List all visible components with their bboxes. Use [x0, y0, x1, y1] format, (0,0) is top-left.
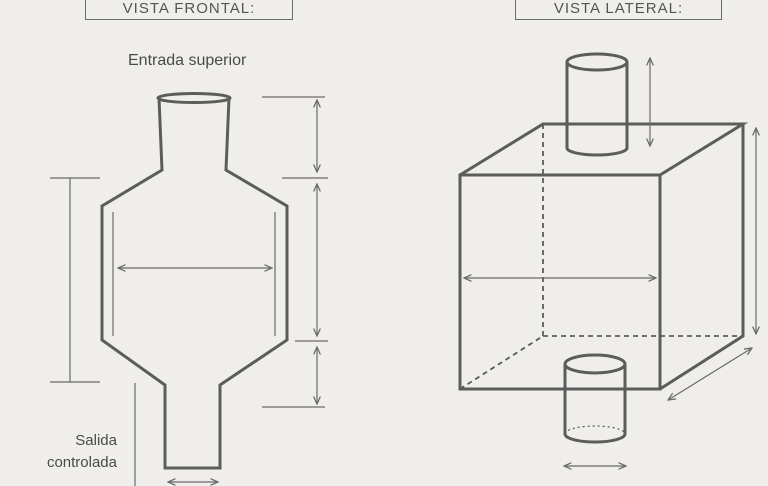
side-top-cylinder-body: [565, 62, 629, 157]
side-box-depth-dimension: [668, 348, 752, 400]
side-bottom-cylinder-base-hidden: [564, 425, 626, 435]
front-view-title-box: VISTA FRONTAL:: [85, 0, 293, 20]
side-view: [458, 52, 756, 466]
side-bottom-cylinder-base: [563, 433, 627, 444]
outlet-label: Salida controlada: [37, 430, 117, 474]
side-box-right-face: [659, 124, 745, 391]
outlet-label-line2: controlada: [46, 454, 117, 471]
front-view: [50, 92, 328, 486]
side-bottom-cylinder-top: [563, 353, 627, 375]
side-bottom-cylinder-body: [563, 364, 627, 434]
outlet-label-line1: Salida: [75, 432, 117, 449]
front-view-title: VISTA FRONTAL:: [122, 0, 256, 17]
front-inlet-opening: [156, 92, 232, 104]
side-box-top-face: [459, 122, 749, 177]
inlet-label: Entrada superior: [128, 52, 247, 69]
side-top-cylinder-opening: [565, 52, 629, 72]
side-view-title-box: VISTA LATERAL:: [515, 0, 722, 20]
front-vessel-outline: [100, 97, 289, 470]
side-view-title: VISTA LATERAL:: [553, 0, 684, 17]
side-hidden-edge-diagonal: [459, 335, 544, 390]
side-box-front-face: [458, 173, 662, 391]
